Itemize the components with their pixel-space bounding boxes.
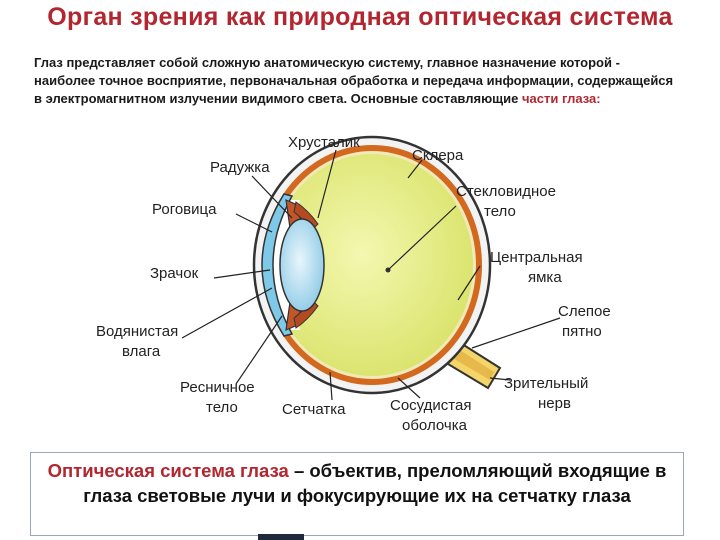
slide-edge-tab: [258, 534, 304, 540]
label-blind-spot-1: Слепое: [558, 303, 611, 320]
label-ciliary-1: Ресничное: [180, 379, 255, 396]
label-choroid-1: Сосудистая: [390, 397, 471, 414]
label-optic-nerve-1: Зрительный: [504, 375, 588, 392]
label-aqueous-1: Водянистая: [96, 323, 178, 340]
label-optic-nerve-2: нерв: [538, 395, 571, 412]
label-fovea-2: ямка: [528, 269, 562, 286]
label-pupil: Зрачок: [150, 265, 199, 282]
label-iris: Радужка: [210, 159, 270, 176]
label-vitreous-1: Стекловидное: [456, 183, 556, 200]
label-fovea-1: Центральная: [490, 249, 583, 266]
label-ciliary-2: тело: [206, 399, 238, 416]
label-retina: Сетчатка: [282, 401, 346, 418]
label-choroid-2: оболочка: [402, 417, 468, 434]
label-cornea: Роговица: [152, 201, 217, 218]
lens-shape: [280, 219, 324, 311]
label-aqueous-2: влага: [122, 343, 161, 360]
label-lens: Хрусталик: [288, 134, 360, 151]
label-blind-spot-2: пятно: [562, 323, 602, 340]
label-vitreous-2: тело: [484, 203, 516, 220]
summary-highlight: Оптическая система глаза: [48, 460, 289, 481]
summary-box: Оптическая система глаза – объектив, пре…: [30, 452, 684, 536]
label-sclera: Склера: [412, 147, 464, 164]
